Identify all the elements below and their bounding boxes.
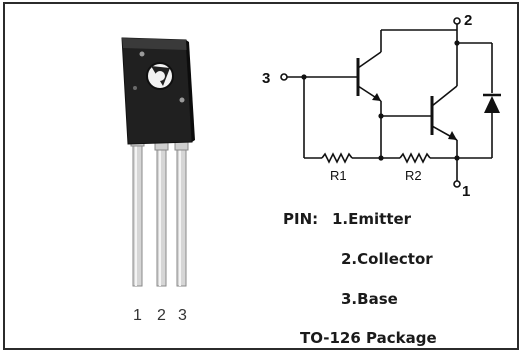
base-terminal-label: 3 [262, 70, 270, 87]
pin-2-description: 2.Collector [341, 250, 433, 268]
lead-3 [176, 145, 187, 287]
to126-package [121, 37, 195, 287]
package-pin-number: 1 [133, 307, 142, 324]
resistor-label-r1: R1 [330, 168, 347, 183]
emitter-terminal-label: 1 [462, 183, 470, 200]
terminal-emitter [453, 180, 461, 188]
lead-1 [132, 139, 143, 287]
freewheel-diode [483, 93, 501, 113]
package-pin-number: 2 [157, 307, 166, 324]
pin-heading: PIN: [283, 210, 318, 228]
resistor-label-r2: R2 [405, 168, 422, 183]
lead-2 [156, 145, 167, 287]
figure-border [3, 2, 519, 350]
package-pin-number: 3 [178, 307, 187, 324]
collector-terminal-label: 2 [464, 12, 472, 29]
package-body [121, 37, 193, 145]
pin-1-description: 1.Emitter [332, 210, 412, 228]
terminal-base [280, 73, 288, 81]
package-type: TO-126 Package [300, 329, 437, 347]
terminal-collector [453, 17, 461, 25]
darlington-schematic [280, 17, 493, 188]
pin-3-description: 3.Base [341, 290, 398, 308]
